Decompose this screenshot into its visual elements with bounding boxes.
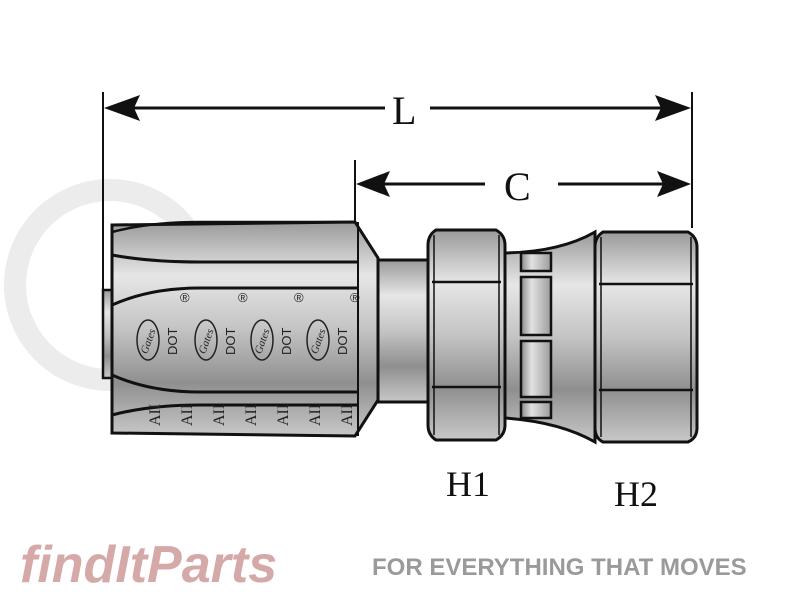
dot-mark: DOT [335, 328, 350, 356]
dimension-L [102, 92, 693, 290]
registered-mark: ® [180, 290, 190, 305]
code-mark: AII [243, 404, 260, 426]
gates-logo [194, 319, 218, 361]
dimension-label-C: C [504, 164, 531, 209]
arrowhead-right-icon [657, 171, 691, 197]
hex-label-H2: H2 [614, 474, 658, 514]
code-mark: AII [339, 404, 356, 426]
code-marks: AII AII AII AII AII AII AII [147, 404, 356, 426]
dot-mark: DOT [223, 328, 238, 356]
registered-mark: ® [294, 290, 304, 305]
dot-mark: DOT [165, 328, 180, 356]
code-mark: AII [147, 404, 164, 426]
gates-logo [250, 319, 274, 361]
code-mark: AII [211, 404, 228, 426]
hex-label-H1: H1 [446, 464, 490, 504]
stem-tube [376, 258, 432, 404]
watermark-brand: findItParts [20, 536, 277, 594]
registered-mark: ® [350, 290, 360, 305]
arrowhead-left-icon [104, 95, 140, 121]
dimension-C [354, 160, 691, 232]
gates-logo [306, 319, 330, 361]
registered-mark: ® [238, 290, 248, 305]
hex-nut-H1 [426, 228, 507, 442]
code-mark: AII [307, 404, 324, 426]
ferrule [110, 220, 380, 438]
dimension-label-L: L [392, 88, 416, 133]
hex-nut-H2 [593, 230, 699, 444]
dot-mark: DOT [279, 328, 294, 356]
watermark-tagline: FOR EVERYTHING THAT MOVES [372, 554, 747, 581]
code-mark: AII [275, 404, 292, 426]
arrowhead-left-icon [356, 171, 390, 197]
arrowhead-right-icon [655, 95, 691, 121]
gates-logo [136, 319, 160, 361]
code-mark: AII [179, 404, 196, 426]
swivel-neck [503, 229, 597, 445]
